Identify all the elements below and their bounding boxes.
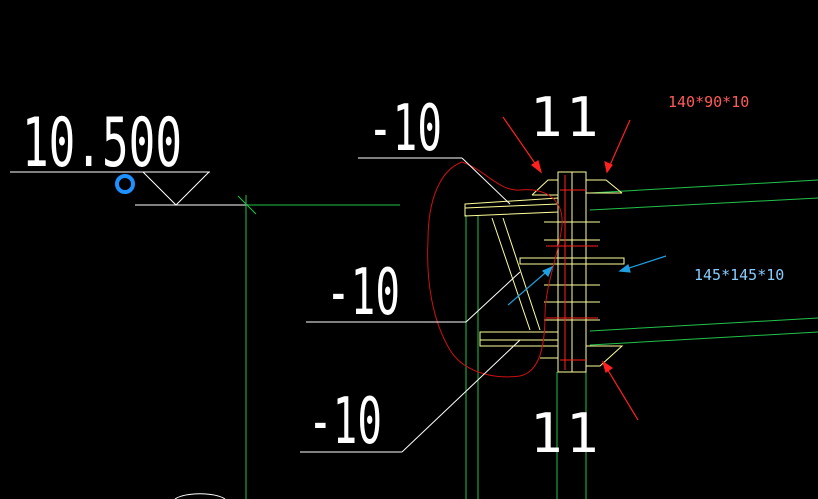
angle-label-mid: 145*145*10 (694, 266, 784, 284)
plate-label-3: -10 (308, 385, 382, 459)
angle-label-top: 140*90*10 (668, 93, 749, 111)
cursor-snap-marker[interactable] (115, 174, 135, 194)
red-detail-lines (546, 175, 598, 370)
cyan-arrows (507, 255, 667, 306)
partial-shape-bottom (174, 493, 226, 499)
section-mark-bottom-left: 1 (530, 402, 563, 465)
connection-detail (464, 171, 625, 373)
section-mark-top-left: 1 (530, 86, 563, 149)
green-structure-lines (237, 179, 818, 499)
revision-cloud (427, 161, 563, 378)
red-arrows (502, 116, 639, 421)
section-mark-bottom-right: 1 (566, 402, 599, 465)
elevation-label: 10.500 (22, 104, 182, 183)
leader-lines (300, 157, 521, 453)
section-mark-top-right: 1 (566, 86, 599, 149)
plate-label-2: -10 (326, 256, 400, 330)
plate-label-1: -10 (368, 92, 442, 166)
elevation-marker (10, 171, 248, 206)
